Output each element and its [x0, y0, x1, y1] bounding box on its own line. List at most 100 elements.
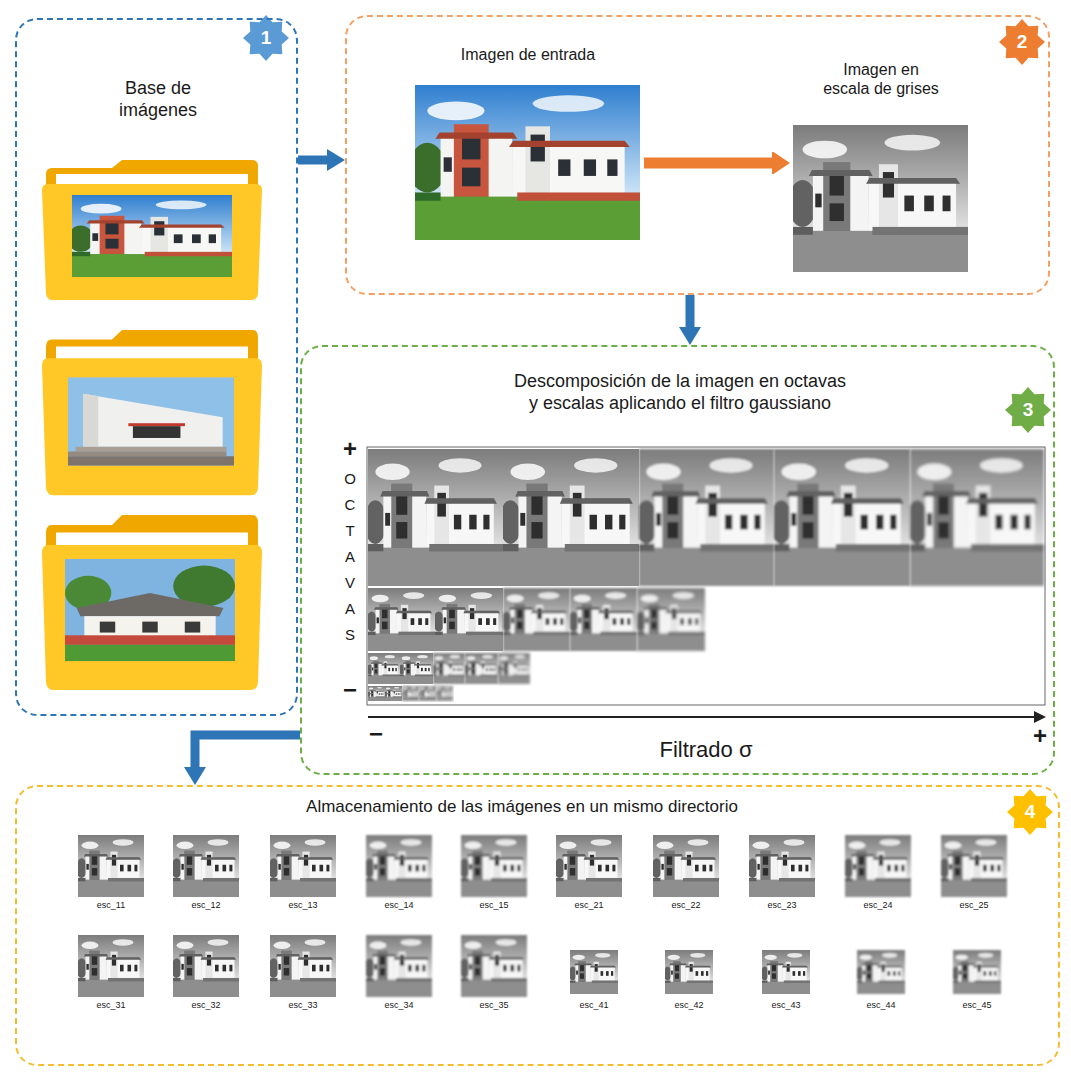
panel-title: Descomposición de la imagen en octavas y…: [445, 371, 915, 414]
step-number: 1: [246, 26, 286, 50]
scale-image: [366, 588, 435, 651]
thumbnail-caption: esc_42: [674, 1000, 703, 1010]
badge-star: [999, 19, 1045, 65]
scale-image: [433, 588, 503, 651]
axis-sign: +: [1033, 722, 1047, 750]
thumbnail: [856, 950, 905, 994]
thumbnail: [651, 835, 719, 897]
flow-arrow: [195, 735, 300, 767]
thumbnail: [459, 835, 527, 897]
thumbnail: [268, 835, 336, 897]
thumbnail-caption: esc_35: [479, 1000, 508, 1010]
scale-image: [464, 653, 498, 684]
thumbnail: [364, 935, 432, 997]
stage-panel: Imagen de entradaImagen en escala de gri…: [345, 15, 1050, 295]
scale-image: [499, 449, 639, 586]
axis-title: OCTAVAS: [343, 466, 358, 648]
scale-image: [419, 686, 436, 701]
scale-image: [367, 653, 400, 684]
photo: [65, 559, 235, 662]
scale-image: [635, 588, 705, 651]
thumbnail: [364, 835, 432, 897]
scale-image: [385, 686, 402, 701]
thumbnail-caption: esc_15: [479, 900, 508, 910]
thumbnail: [459, 935, 527, 997]
thumbnail-caption: esc_22: [671, 900, 700, 910]
folder-icon: [42, 160, 262, 300]
sigma-axis: [368, 716, 1034, 718]
scale-image: [402, 686, 419, 701]
thumbnail-caption: esc_43: [771, 1000, 800, 1010]
scale-image: [770, 449, 910, 586]
thumbnail-caption: esc_23: [767, 900, 796, 910]
stage-panel: Descomposición de la imagen en octavas y…: [300, 345, 1055, 775]
thumbnail: [171, 935, 239, 997]
folder-icon: [42, 330, 262, 495]
thumbnail-caption: esc_24: [863, 900, 892, 910]
thumbnail-caption: esc_45: [962, 1000, 991, 1010]
thumbnail: [952, 950, 1001, 994]
thumbnail: [268, 935, 336, 997]
badge-star: [1007, 789, 1053, 835]
step-number: 3: [1008, 398, 1048, 422]
panel-title: Base de imágenes: [103, 78, 213, 121]
image-box: Imagen de entrada: [412, 45, 644, 243]
thumbnail-caption: esc_34: [384, 1000, 413, 1010]
photo: [68, 377, 234, 466]
thumbnail: [843, 835, 911, 897]
thumbnail-caption: esc_41: [579, 1000, 608, 1010]
thumbnail: [761, 950, 810, 994]
flow-arrow: [686, 295, 695, 327]
scale-image: [635, 449, 774, 586]
step-number: 2: [1002, 30, 1042, 54]
thumbnail: [76, 935, 144, 997]
scale-image: [568, 588, 637, 651]
thumbnail: [171, 835, 239, 897]
flow-arrow: [644, 158, 772, 169]
thumbnail-caption: esc_21: [574, 900, 603, 910]
image-caption: Imagen de entrada: [414, 45, 642, 64]
scale-image: [399, 653, 433, 684]
axis-sign: +: [343, 435, 357, 463]
thumbnail-caption: esc_12: [191, 900, 220, 910]
thumbnail: [569, 950, 618, 994]
scale-image: [364, 449, 503, 586]
thumbnail: [76, 835, 144, 897]
axis-arrowhead: [1034, 711, 1046, 723]
thumbnail-caption: esc_25: [959, 900, 988, 910]
thumbnail: [939, 835, 1007, 897]
thumbnail: [664, 950, 713, 994]
scale-image: [368, 686, 385, 701]
folder-icon: [42, 160, 262, 300]
stage-panel: Almacenamiento de las imágenes en un mis…: [15, 785, 1060, 1066]
flow-arrow: [298, 156, 327, 165]
thumbnail-caption: esc_44: [866, 1000, 895, 1010]
axis-sign: −: [369, 720, 383, 748]
input-photo: [409, 85, 640, 240]
thumbnail-caption: esc_33: [288, 1000, 317, 1010]
panel-title: Almacenamiento de las imágenes en un mis…: [142, 797, 902, 817]
thumbnail-caption: esc_14: [384, 900, 413, 910]
photo: [68, 195, 232, 277]
thumbnail-caption: esc_32: [191, 1000, 220, 1010]
thumbnail-caption: esc_13: [288, 900, 317, 910]
folder-icon: [42, 515, 262, 690]
scale-image: [432, 653, 465, 684]
folder-icon: [42, 515, 262, 690]
axis-sign: −: [343, 676, 357, 704]
folder-icon: [42, 330, 262, 495]
grayscale-photo: [788, 125, 968, 272]
thumbnail-caption: esc_11: [97, 900, 125, 910]
image-caption: Imagen en escala de grises: [819, 60, 943, 98]
image-box: Imagen en escala de grises: [790, 60, 972, 274]
step-number: 4: [1010, 800, 1050, 824]
stage-panel: Base de imágenes 1: [15, 18, 298, 716]
scale-image: [436, 686, 453, 701]
axis-title: Filtrado σ: [659, 737, 752, 763]
thumbnail: [554, 835, 622, 897]
scale-image: [501, 588, 570, 651]
scale-image: [497, 653, 530, 684]
